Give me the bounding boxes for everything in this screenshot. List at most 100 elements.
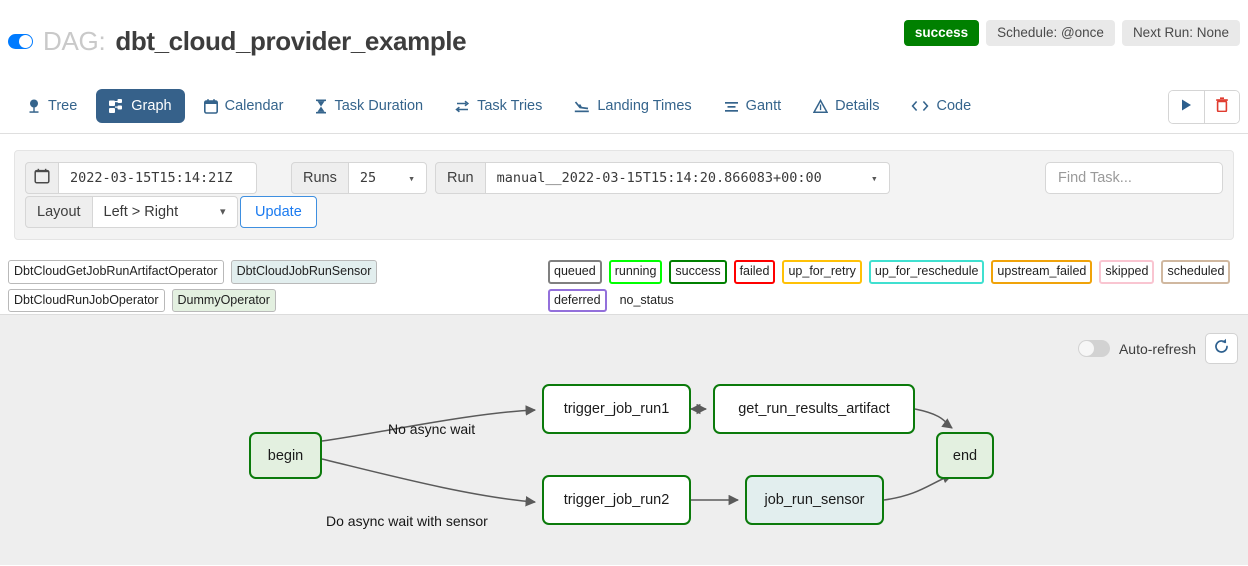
run-select-value: manual__2022-03-15T15:14:20.866083+00:00 [496,170,822,186]
page-header: DAG: dbt_cloud_provider_example success … [0,0,1248,70]
trash-icon [1215,97,1229,117]
layout-select[interactable]: Left > Right ▾ [92,196,238,228]
dag-prefix-label: DAG: [43,26,106,56]
operator-legend-chip[interactable]: DummyOperator [171,288,276,312]
status-legend-chip[interactable]: queued [548,260,602,284]
tab-code[interactable]: Code [898,89,984,123]
edge-label-no-async-wait: No async wait [388,421,476,437]
status-legend-chip[interactable]: up_for_reschedule [868,260,985,284]
tab-landing-times-label: Landing Times [597,98,692,114]
status-legend-chip[interactable]: no_status [619,292,674,307]
layout-group: Layout Left > Right ▾ [25,196,238,228]
status-legend-chip[interactable]: skipped [1099,260,1155,284]
landing-icon [574,99,590,114]
status-badge: success [903,20,980,46]
tab-gantt-label: Gantt [745,98,782,114]
runs-select[interactable]: 25 ▾ [348,162,427,194]
chevron-down-icon: ▾ [408,171,415,185]
layout-label: Layout [25,196,93,228]
tab-task-duration[interactable]: Task Duration [302,89,436,123]
layout-select-value: Left > Right [103,204,179,220]
auto-refresh-controls: Auto-refresh [1077,333,1238,364]
operator-legend-chip[interactable]: DbtCloudJobRunSensor [230,260,378,284]
auto-refresh-toggle[interactable] [1077,340,1110,357]
tab-graph-label: Graph [131,98,172,114]
delete-dag-button[interactable] [1204,91,1239,123]
tab-task-tries-label: Task Tries [477,98,543,114]
auto-refresh-label: Auto-refresh [1118,340,1196,357]
view-tabs-bar: Tree Graph Calendar Task Duration Task T… [0,80,1248,134]
run-label: Run [435,162,486,194]
status-legend-chip[interactable]: failed [733,260,776,284]
update-button[interactable]: Update [240,196,317,228]
find-task-input[interactable]: Find Task... [1045,162,1223,194]
node-label: end [952,447,978,464]
dag-name-label: dbt_cloud_provider_example [115,26,467,56]
status-legend-chip[interactable]: upstream_failed [991,260,1093,284]
run-group: Run manual__2022-03-15T15:14:20.866083+0… [435,162,890,194]
status-legend-chip[interactable]: running [608,260,663,284]
tab-calendar[interactable]: Calendar [191,89,297,123]
node-label: begin [267,447,304,464]
next-run-badge: Next Run: None [1121,20,1240,46]
dag-pause-toggle[interactable] [8,34,33,49]
graph-icon [109,98,124,114]
triangle-info-icon [813,98,829,114]
status-legend-chip[interactable]: success [669,260,727,284]
status-legend-chip[interactable]: scheduled [1161,260,1231,284]
schedule-badge[interactable]: Schedule: @once [986,20,1115,46]
dag-actions [1168,90,1240,124]
refresh-button[interactable] [1205,333,1238,364]
operator-legend-chip[interactable]: DbtCloudRunJobOperator [8,288,165,312]
tab-calendar-label: Calendar [224,98,284,114]
calendar-icon [34,168,50,188]
graph-node-trigger_job_run1[interactable]: trigger_job_run1 [542,384,691,434]
code-icon [911,99,929,113]
tab-task-tries[interactable]: Task Tries [442,89,555,123]
operator-legend-chip[interactable]: DbtCloudGetJobRunArtifactOperator [8,260,224,284]
retry-icon [455,99,470,114]
dag-title: DAG: dbt_cloud_provider_example [8,26,467,57]
tab-details-label: Details [835,98,880,114]
execution-date-group: 2022-03-15T15:14:21Z [25,162,257,194]
header-badges: success Schedule: @once Next Run: None [903,20,1240,46]
tab-task-duration-label: Task Duration [334,98,424,114]
tab-details[interactable]: Details [800,89,892,123]
node-label: job_run_sensor [764,492,865,508]
tab-tree-label: Tree [48,98,78,114]
status-legend-chip[interactable]: up_for_retry [782,260,862,284]
runs-select-value: 25 [359,170,377,186]
chevron-down-icon: ▾ [220,205,226,218]
gantt-icon [724,99,739,114]
edge-label-do-async-wait: Do async wait with sensor [326,513,488,529]
graph-node-end[interactable]: end [936,432,994,479]
play-icon [1180,98,1193,117]
refresh-icon [1213,338,1230,360]
tab-gantt[interactable]: Gantt [711,89,794,123]
runs-group: Runs 25 ▾ [291,162,427,194]
node-label: trigger_job_run2 [563,492,670,508]
chevron-down-icon: ▾ [870,171,878,185]
tab-graph[interactable]: Graph [96,89,185,123]
runs-label: Runs [291,162,349,194]
graph-node-job_run_sensor[interactable]: job_run_sensor [745,475,884,525]
run-select[interactable]: manual__2022-03-15T15:14:20.866083+00:00… [485,162,890,194]
tab-tree[interactable]: Tree [14,89,90,123]
calendar-icon [203,98,218,114]
hourglass-icon [315,99,327,114]
tab-landing-times[interactable]: Landing Times [561,89,704,123]
tab-code-label: Code [936,98,972,114]
graph-canvas[interactable]: Auto-refresh begin [0,314,1248,565]
calendar-picker-button[interactable] [25,162,59,194]
status-legend-chip[interactable]: deferred [548,288,607,312]
graph-node-trigger_job_run2[interactable]: trigger_job_run2 [542,475,691,525]
trigger-dag-button[interactable] [1169,91,1204,123]
graph-node-begin[interactable]: begin [249,432,322,479]
execution-date-input[interactable]: 2022-03-15T15:14:21Z [59,162,257,194]
graph-node-get_run_results_artifact[interactable]: get_run_results_artifact [713,384,915,434]
filter-bar: 2022-03-15T15:14:21Z Runs 25 ▾ Run manua… [14,150,1234,240]
graph-edges [321,403,953,507]
